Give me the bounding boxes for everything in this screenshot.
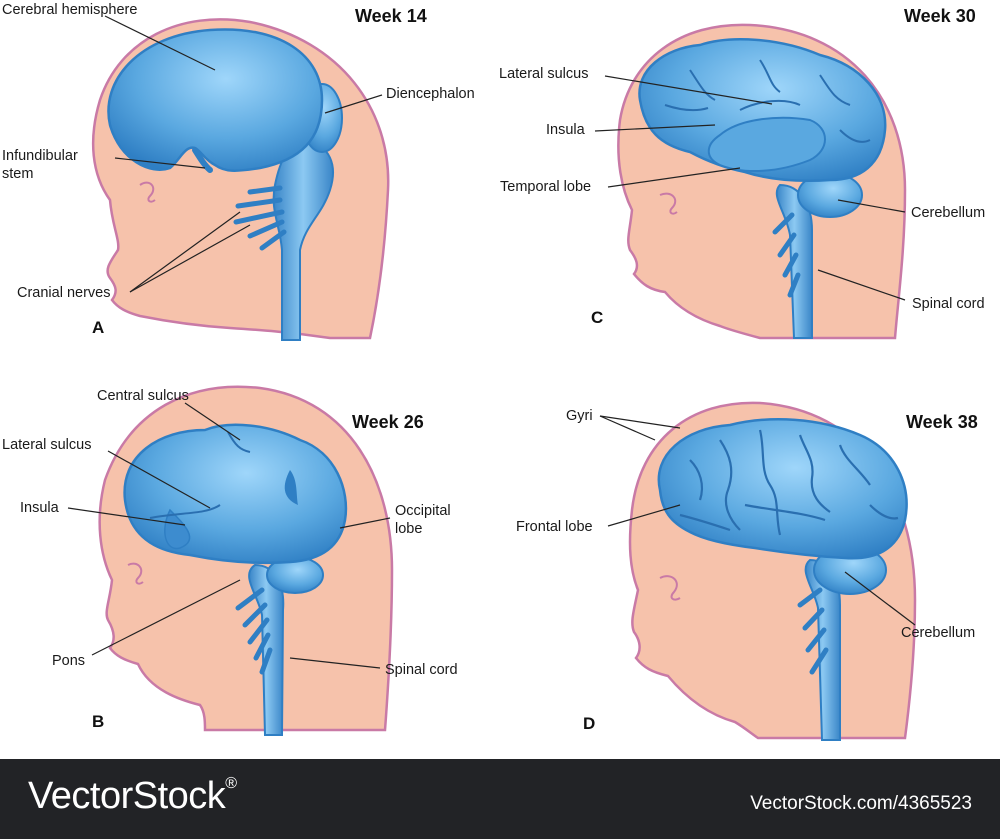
label-frontal-lobe: Frontal lobe xyxy=(516,519,593,535)
stock-id-link[interactable]: VectorStock.com/4365523 xyxy=(750,793,972,814)
label-cranial-nerves: Cranial nerves xyxy=(17,285,111,301)
week-label-c: Week 30 xyxy=(904,6,976,26)
week-label-b: Week 26 xyxy=(352,412,424,432)
leader-cerebellum-c xyxy=(837,199,906,213)
leader-lateral-sulcus-c xyxy=(604,75,773,105)
label-insula-c: Insula xyxy=(546,122,585,138)
leader-insula-b xyxy=(67,507,186,526)
leader-insula-c xyxy=(594,124,716,132)
label-insula-b: Insula xyxy=(20,500,59,516)
cerebral-hemisphere-shape xyxy=(107,28,324,172)
panel-letter-d: D xyxy=(583,714,596,733)
leader-lines xyxy=(67,15,916,669)
week-label-d: Week 38 xyxy=(906,412,978,432)
label-spinal-cord-b: Spinal cord xyxy=(385,662,458,678)
panel-a-illustration xyxy=(91,18,390,341)
leader-pons xyxy=(91,579,241,656)
gyri-lines-d xyxy=(679,429,899,536)
ear-c xyxy=(659,192,678,215)
panel-d-illustration xyxy=(628,401,917,741)
label-lateral-sulcus-c: Lateral sulcus xyxy=(499,66,589,82)
label-infundibular-stem: stem xyxy=(2,166,34,182)
label-cerebellum-d: Cerebellum xyxy=(901,625,976,641)
panel-letter-c: C xyxy=(591,308,604,327)
lateral-sulcus-b xyxy=(149,504,221,519)
leader-temporal-lobe xyxy=(607,167,741,188)
ear-b xyxy=(127,562,144,585)
panel-c-illustration xyxy=(617,23,907,340)
occipital-notch-b xyxy=(284,470,298,505)
central-sulcus-b xyxy=(227,431,251,453)
cranial-nerves-d xyxy=(797,587,829,675)
leader-frontal-lobe xyxy=(607,504,681,527)
leader-infundibular xyxy=(114,157,206,169)
ear-a xyxy=(139,181,156,203)
week-label-a: Week 14 xyxy=(355,6,427,26)
leader-gyri-1 xyxy=(599,415,681,429)
cranial-nerves-c xyxy=(772,212,801,298)
panel-b-illustration xyxy=(98,385,394,736)
label-cerebral-hemisphere: Cerebral hemisphere xyxy=(2,2,138,18)
leader-occipital xyxy=(339,517,391,529)
watermark-footer: VectorStock® VectorStock.com/4365523 xyxy=(0,759,1000,839)
gyri-lines-c xyxy=(664,59,871,143)
infundibular-stem-shape xyxy=(192,147,213,173)
leader-spinal-cord-b xyxy=(289,657,381,669)
leader-cerebral-hemisphere xyxy=(104,15,216,71)
label-occipital: Occipital xyxy=(395,503,451,519)
label-lateral-sulcus-b: Lateral sulcus xyxy=(2,437,92,453)
leader-diencephalon xyxy=(324,94,383,114)
temporal-lobe-c xyxy=(707,116,826,173)
label-occipital-lobe: lobe xyxy=(395,521,423,537)
cranial-nerves-a xyxy=(233,185,287,251)
brain-development-illustration xyxy=(67,15,917,741)
leader-cranial-nerves-2 xyxy=(129,224,251,293)
panel-letter-a: A xyxy=(92,318,105,337)
cerebrum-b xyxy=(123,423,348,565)
label-diencephalon: Diencephalon xyxy=(386,86,475,102)
leader-cerebellum-d xyxy=(844,571,916,626)
label-infundibular: Infundibular xyxy=(2,148,78,164)
label-gyri: Gyri xyxy=(566,408,593,424)
label-temporal-lobe: Temporal lobe xyxy=(500,179,592,195)
cranial-nerves-b xyxy=(235,587,273,675)
label-spinal-cord-c: Spinal cord xyxy=(912,296,985,312)
label-pons: Pons xyxy=(52,653,86,669)
brand-name: VectorStock xyxy=(28,775,226,817)
leader-cranial-nerves-1 xyxy=(129,211,241,293)
leader-gyri-2 xyxy=(599,415,656,441)
insula-b xyxy=(164,508,191,550)
vectorstock-logo: VectorStock® xyxy=(28,775,237,818)
panel-letter-b: B xyxy=(92,712,105,731)
leader-spinal-cord-c xyxy=(817,269,906,301)
leader-lateral-sulcus-b xyxy=(107,450,211,509)
label-central-sulcus: Central sulcus xyxy=(97,388,189,404)
label-cerebellum-c: Cerebellum xyxy=(911,205,986,221)
leader-central-sulcus xyxy=(184,402,241,441)
brainstem-a xyxy=(272,138,334,341)
ear-d xyxy=(659,575,681,601)
registered-mark: ® xyxy=(225,775,237,792)
